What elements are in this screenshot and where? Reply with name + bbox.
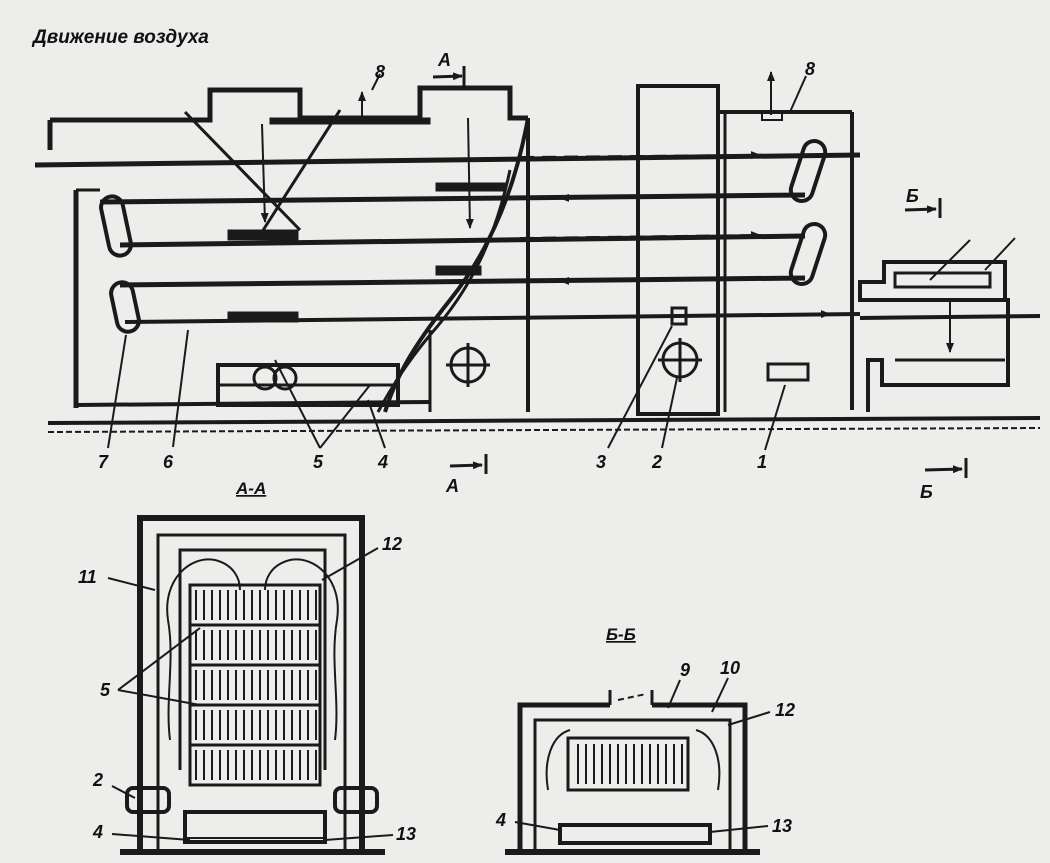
callout-1: 1 xyxy=(757,452,767,472)
callout-5: 5 xyxy=(313,452,324,472)
callout-4: 4 xyxy=(377,452,388,472)
bb-callout-4: 4 xyxy=(495,810,506,830)
aa-air-loops xyxy=(166,558,339,741)
bb-callout-9: 9 xyxy=(680,660,690,680)
callout-7: 7 xyxy=(98,452,109,472)
section-b-bottom-label: Б xyxy=(920,482,933,502)
aa-callout-4: 4 xyxy=(92,822,103,842)
bb-callout-12: 12 xyxy=(775,700,795,720)
aa-callout-13: 13 xyxy=(396,824,416,844)
aa-callout-5: 5 xyxy=(100,680,111,700)
callout-8-right: 8 xyxy=(805,59,815,79)
callout-6: 6 xyxy=(163,452,174,472)
bb-leaders xyxy=(514,677,771,833)
aa-callout-12: 12 xyxy=(382,534,402,554)
section-bb-title: Б-Б xyxy=(606,625,636,644)
bb-air-loops xyxy=(545,729,721,791)
callout-8-left: 8 xyxy=(375,62,385,82)
bb-callout-13: 13 xyxy=(772,816,792,836)
bb-hatch xyxy=(577,744,683,784)
aa-leaders xyxy=(107,547,394,841)
cooling-section xyxy=(858,237,1041,412)
callout-3: 3 xyxy=(596,452,606,472)
section-b-top-label: Б xyxy=(906,186,919,206)
section-aa-title: А-А xyxy=(235,479,266,498)
section-bb-view xyxy=(505,677,771,855)
section-a-bottom-label: А xyxy=(445,476,459,496)
floor-line xyxy=(47,416,1041,433)
central-duct xyxy=(428,84,854,416)
aa-slats xyxy=(188,583,322,787)
callout-2: 2 xyxy=(651,452,662,472)
leader-lines xyxy=(107,73,807,451)
bb-callout-10: 10 xyxy=(720,658,740,678)
aa-callout-2: 2 xyxy=(92,770,103,790)
section-aa-view xyxy=(107,515,394,855)
section-markers xyxy=(432,66,968,478)
aa-hatch xyxy=(195,590,317,780)
aa-callout-11: 11 xyxy=(78,567,97,587)
side-view xyxy=(34,66,1041,478)
diagram-title: Движение воздуха xyxy=(31,27,209,48)
section-a-top-label: А xyxy=(437,50,451,70)
